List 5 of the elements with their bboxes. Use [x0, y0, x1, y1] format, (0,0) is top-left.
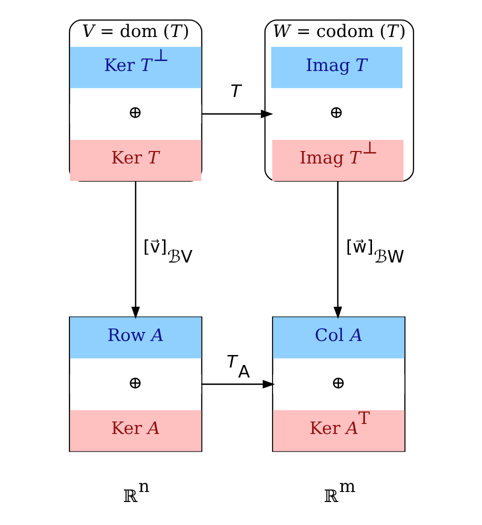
label: ⊕: [330, 373, 346, 394]
label: ⊕: [328, 103, 344, 124]
edge-label: T: [230, 82, 241, 102]
label: ⊕: [127, 103, 142, 124]
label: ⊕: [127, 373, 142, 394]
